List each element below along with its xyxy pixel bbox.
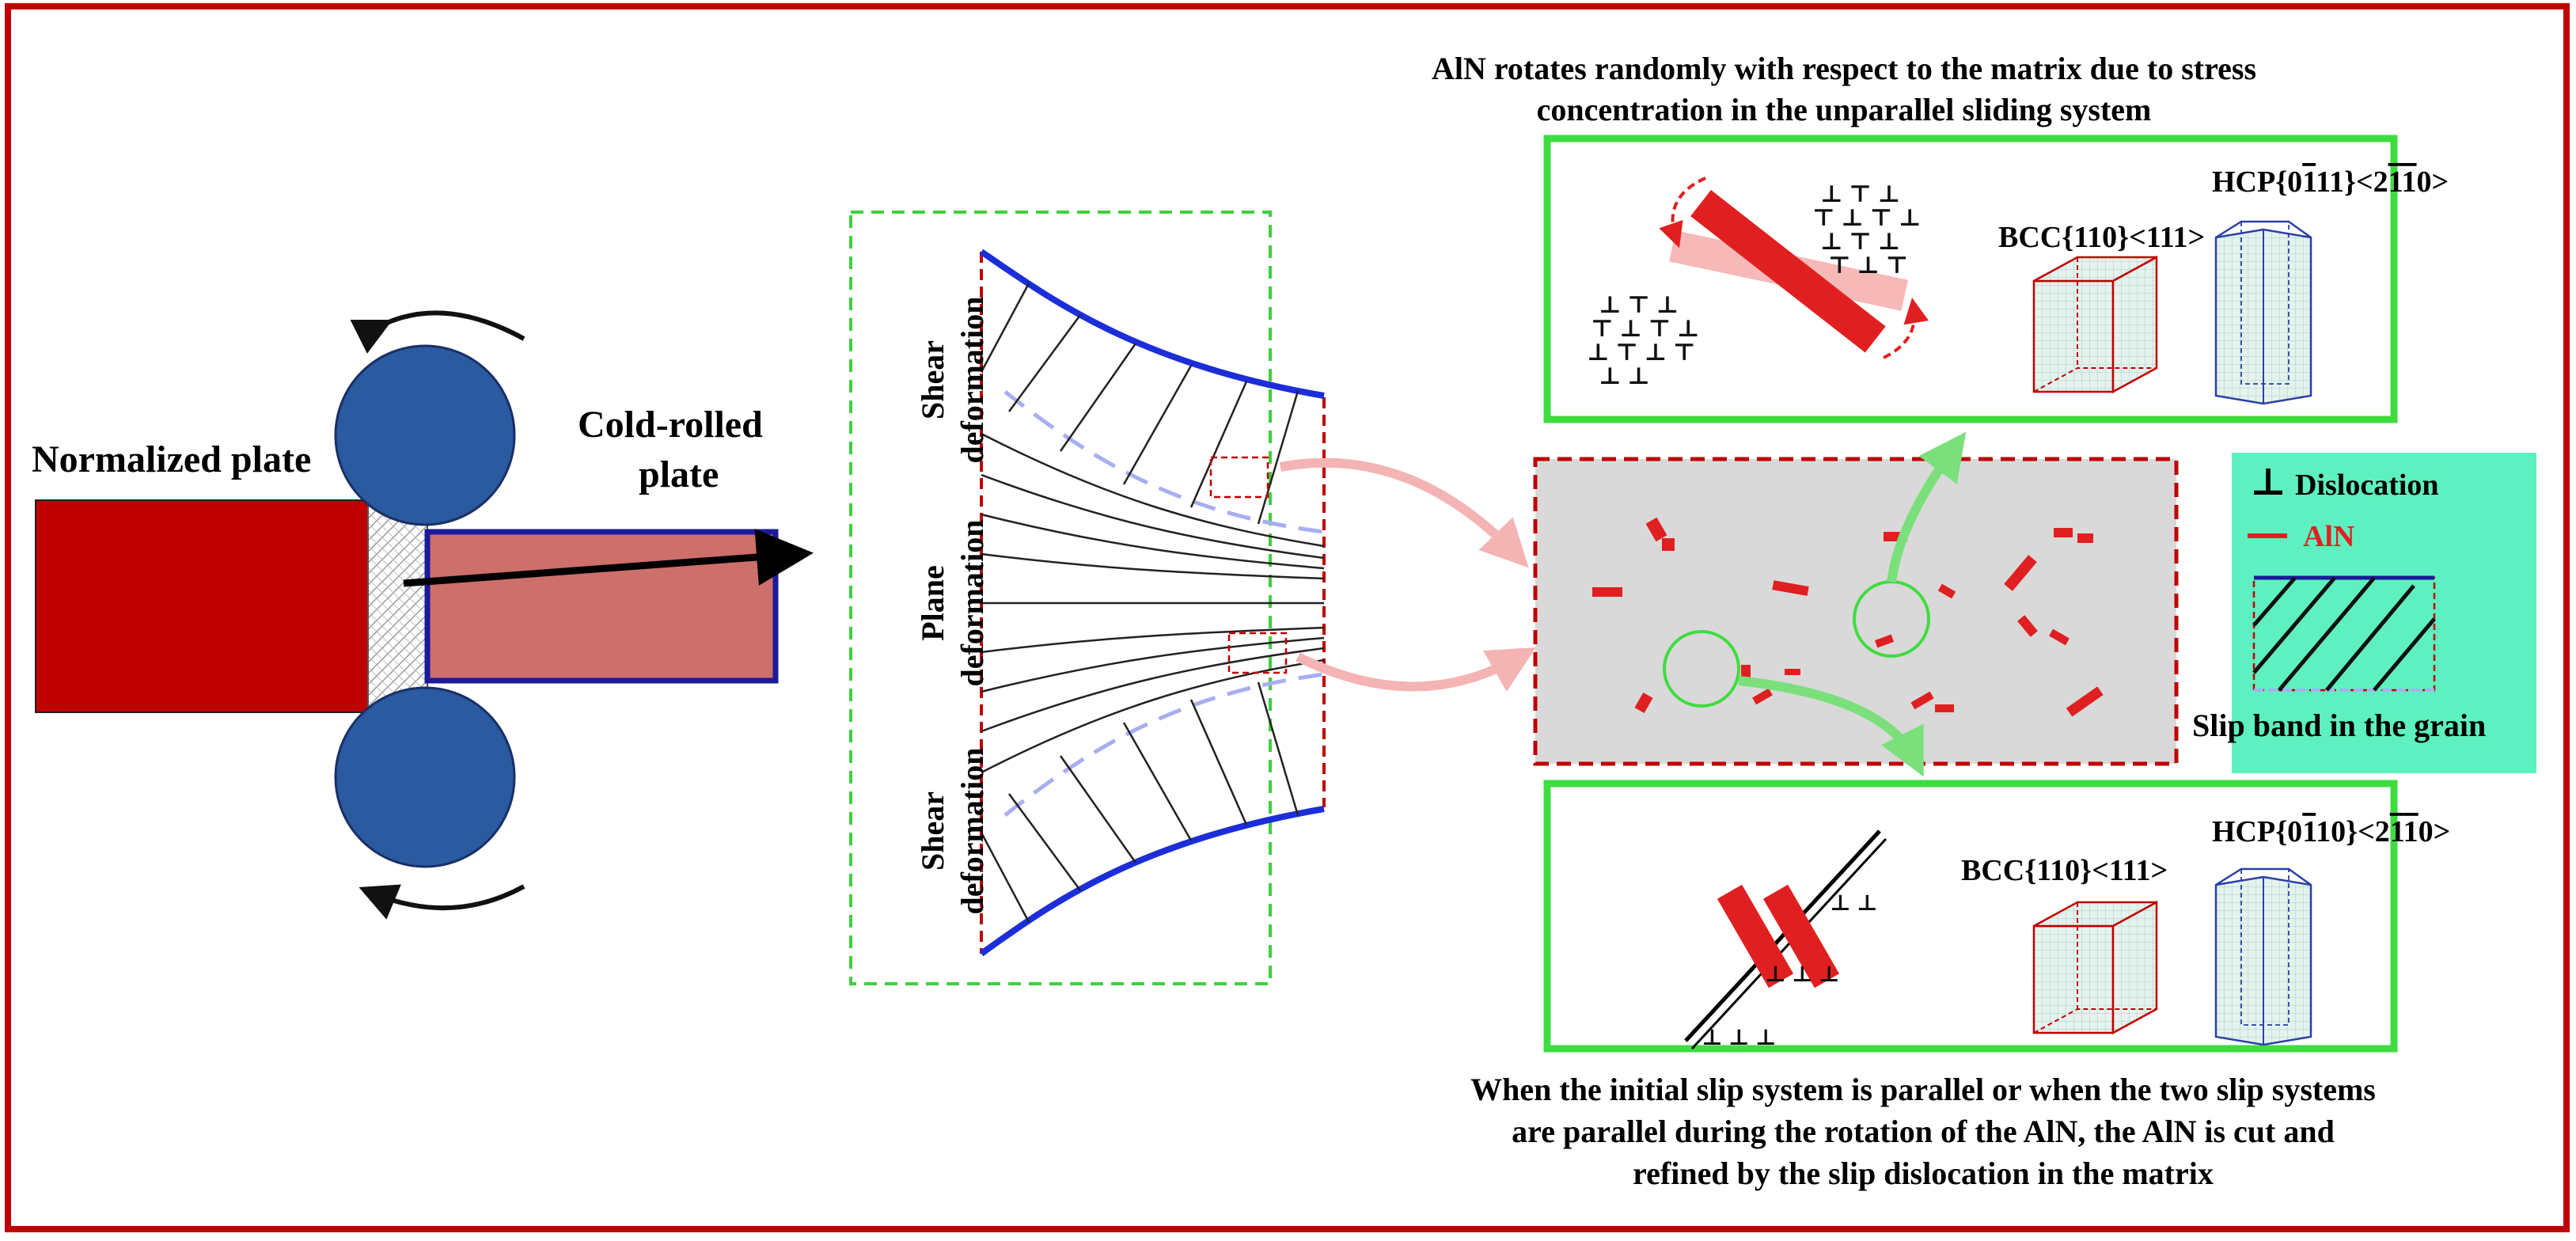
cold-rolled-plate bbox=[424, 529, 779, 684]
bottom-surface bbox=[979, 806, 1325, 957]
legend-dislocation-symbol: ⊥ bbox=[2250, 461, 2286, 503]
rotating-aln bbox=[1659, 176, 1929, 359]
svg-text:⊥ ⊤ ⊥ ⊤: ⊥ ⊤ ⊥ ⊤ bbox=[1587, 340, 1696, 366]
bcc-cube-top bbox=[2032, 255, 2158, 394]
bottom-caption-line3: refined by the slip dislocation in the m… bbox=[1633, 1156, 2214, 1191]
hcp-prism-bottom bbox=[2214, 867, 2312, 1046]
detail-marker-lower bbox=[1227, 632, 1288, 674]
svg-text:⊤ ⊥ ⊤ ⊥: ⊤ ⊥ ⊤ ⊥ bbox=[1812, 205, 1922, 231]
svg-text:⊥ ⊥: ⊥ ⊥ bbox=[1599, 363, 1650, 389]
bottom-panel: ⊥ ⊥ ⊥ ⊥ ⊥ ⊥ ⊥ ⊥ HCP{0110}<2110> BCC{110}… bbox=[1543, 780, 2450, 1053]
bottom-hcp-label: HCP{0110}<2110> bbox=[2212, 815, 2450, 848]
top-bcc-label: BCC{110}<111> bbox=[1998, 221, 2205, 254]
aln-particles bbox=[1592, 517, 2104, 717]
plane-label-2: deformation bbox=[954, 519, 990, 686]
top-caption-line1: AlN rotates randomly with respect to the… bbox=[1432, 51, 2256, 86]
top-caption-line2: concentration in the unparallel sliding … bbox=[1537, 92, 2152, 127]
section-frame bbox=[849, 211, 1272, 985]
lower-roller bbox=[334, 686, 516, 868]
normalized-plate-label: Normalized plate bbox=[32, 438, 311, 480]
dislocation-cluster-lower: ⊥ ⊤ ⊥ ⊤ ⊥ ⊤ ⊥ ⊥ ⊤ ⊥ ⊤ ⊥ ⊥ bbox=[1587, 292, 1700, 389]
bottom-shear-lines bbox=[980, 681, 1299, 923]
top-shear-lines bbox=[980, 283, 1299, 525]
svg-text:⊥ ⊤ ⊥: ⊥ ⊤ ⊥ bbox=[1599, 292, 1679, 318]
matrix-panel bbox=[1533, 431, 2179, 777]
plane-label-1: Plane bbox=[915, 565, 950, 641]
cold-rolled-label-line2: plate bbox=[639, 454, 719, 495]
plate-to-section-arrow bbox=[403, 529, 814, 587]
top-surface bbox=[979, 249, 1325, 399]
outer-frame bbox=[5, 3, 2570, 1232]
bottom-shear-boundary bbox=[1003, 672, 1325, 817]
svg-text:⊥ ⊤ ⊥: ⊥ ⊤ ⊥ bbox=[1820, 181, 1900, 207]
deformation-section: Shear deformation Plane deformation Shea… bbox=[849, 211, 1326, 985]
bottom-bcc-label: BCC{110}<111> bbox=[1961, 854, 2168, 887]
normalized-plate bbox=[35, 499, 369, 713]
dislocation-cluster-upper: ⊥ ⊤ ⊥ ⊤ ⊥ ⊤ ⊥ ⊥ ⊤ ⊥ ⊤ ⊥ ⊤ bbox=[1812, 181, 1922, 279]
legend: ⊥ Dislocation AlN Slip band in the grain bbox=[2192, 453, 2536, 773]
cold-rolled-label-line1: Cold-rolled bbox=[578, 404, 763, 446]
legend-aln-label: AlN bbox=[2303, 520, 2354, 553]
legend-dislocation-label: Dislocation bbox=[2295, 469, 2439, 502]
detail-marker-upper bbox=[1209, 456, 1269, 499]
bcc-cube-bottom bbox=[2032, 900, 2158, 1035]
shear-top-label-1: Shear bbox=[915, 340, 950, 419]
upper-roller bbox=[334, 344, 516, 526]
svg-text:⊥ ⊥ ⊥: ⊥ ⊥ ⊥ bbox=[1702, 1026, 1777, 1050]
svg-text:⊥ ⊥: ⊥ ⊥ bbox=[1830, 891, 1878, 916]
green-arrow-to-bottom-panel bbox=[1738, 676, 1924, 777]
slip-band-icon bbox=[2252, 575, 2436, 692]
shear-bottom-label-2: deformation bbox=[954, 747, 990, 914]
hcp-prism-top bbox=[2214, 220, 2312, 405]
svg-text:⊥ ⊤ ⊥: ⊥ ⊤ ⊥ bbox=[1820, 229, 1900, 255]
top-panel: ⊥ ⊤ ⊥ ⊤ ⊥ ⊤ ⊥ ⊥ ⊤ ⊥ ⊤ ⊥ ⊤ ⊥ ⊤ ⊥ ⊤ ⊥ ⊤ ⊥ … bbox=[1543, 135, 2449, 423]
top-shear-boundary bbox=[1003, 390, 1325, 534]
bottom-caption-line2: are parallel during the rotation of the … bbox=[1512, 1114, 2335, 1149]
svg-text:⊥ ⊥ ⊥: ⊥ ⊥ ⊥ bbox=[1765, 962, 1840, 987]
legend-slip-band-label: Slip band in the grain bbox=[2192, 708, 2486, 743]
shear-top-label-2: deformation bbox=[954, 296, 990, 463]
roll-gap-zone bbox=[367, 499, 428, 714]
shear-bottom-label-1: Shear bbox=[915, 791, 950, 871]
lower-roller-rotation-arrow bbox=[359, 884, 525, 920]
top-hcp-label: HCP{0111}<2110> bbox=[2212, 165, 2449, 199]
green-arrow-to-top-panel bbox=[1887, 431, 1967, 583]
bottom-caption-line1: When the initial slip system is parallel… bbox=[1470, 1072, 2376, 1107]
sheared-aln: ⊥ ⊥ ⊥ ⊥ ⊥ ⊥ ⊥ ⊥ bbox=[1684, 829, 1887, 1050]
zoom-circle-lower bbox=[1663, 630, 1740, 708]
pink-arrow-lower bbox=[1296, 647, 1536, 692]
plane-flow-lines bbox=[981, 432, 1325, 774]
pink-arrow-upper bbox=[1279, 457, 1529, 568]
svg-text:⊤ ⊥ ⊤: ⊤ ⊥ ⊤ bbox=[1828, 252, 1908, 279]
rolling-schematic: Normalized plate Cold-rolled plate bbox=[32, 310, 814, 920]
svg-text:⊤ ⊥ ⊤ ⊥: ⊤ ⊥ ⊤ ⊥ bbox=[1591, 316, 1700, 342]
upper-roller-rotation-arrow bbox=[350, 310, 525, 354]
